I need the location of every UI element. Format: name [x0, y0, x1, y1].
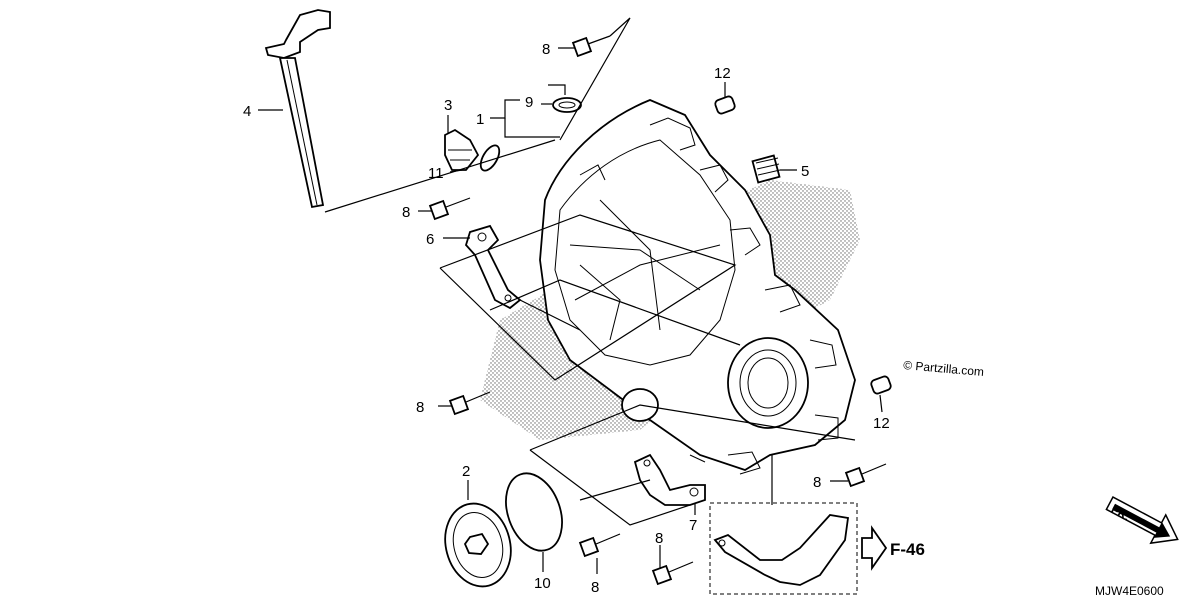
part-4-rod: [264, 9, 331, 209]
callout-7: 7: [689, 517, 697, 534]
callout-5: 5: [801, 163, 809, 180]
callout-8-top: 8: [542, 41, 550, 58]
part-9-seal: [552, 97, 582, 113]
part-2-cap: [444, 502, 512, 588]
callout-1: 1: [476, 111, 484, 128]
part-10-oring: [505, 472, 563, 552]
bolt-bottom-left: [578, 533, 621, 558]
reference-bracket: [713, 514, 850, 586]
reference-box: [709, 502, 858, 595]
watermark: © Partzilla.com: [903, 358, 985, 379]
callout-10: 10: [534, 575, 551, 592]
bolt-right: [844, 463, 887, 488]
callout-3: 3: [444, 97, 452, 114]
diagram-code: MJW4E0600: [1095, 584, 1164, 598]
callout-4: 4: [243, 103, 251, 120]
leader-lines: [258, 17, 883, 574]
callout-8-bottom-mid: 8: [655, 530, 663, 547]
bolt-top: [571, 35, 611, 58]
callout-9: 9: [525, 94, 533, 111]
part-6-bracket: [464, 224, 522, 310]
front-direction-arrow-icon: [1105, 496, 1179, 545]
bolt-bottom-mid: [651, 561, 694, 586]
callout-11: 11: [428, 165, 444, 182]
callout-12-top: 12: [714, 65, 731, 82]
part-7-bracket: [633, 453, 706, 506]
callout-8-right: 8: [813, 474, 821, 491]
callout-8-left-upper: 8: [402, 204, 410, 221]
part-11-oring: [479, 144, 501, 172]
part-3-plug: [444, 128, 480, 171]
bolt-left-upper: [428, 197, 471, 221]
bolt-left-lower: [448, 391, 491, 416]
callout-12-bottom: 12: [873, 415, 890, 432]
part-12-dowel-bottom: [870, 375, 892, 395]
part-12-dowel-top: [714, 95, 736, 115]
callout-8-left-lower: 8: [416, 399, 424, 416]
crankcase-cover: [539, 99, 856, 475]
callout-6: 6: [426, 231, 434, 248]
reference-label: F-46: [890, 540, 925, 559]
callout-8-bottom-left: 8: [591, 579, 599, 596]
reference-arrow-icon: [861, 525, 888, 571]
part-5-spring: [751, 154, 781, 184]
callout-2: 2: [462, 463, 470, 480]
